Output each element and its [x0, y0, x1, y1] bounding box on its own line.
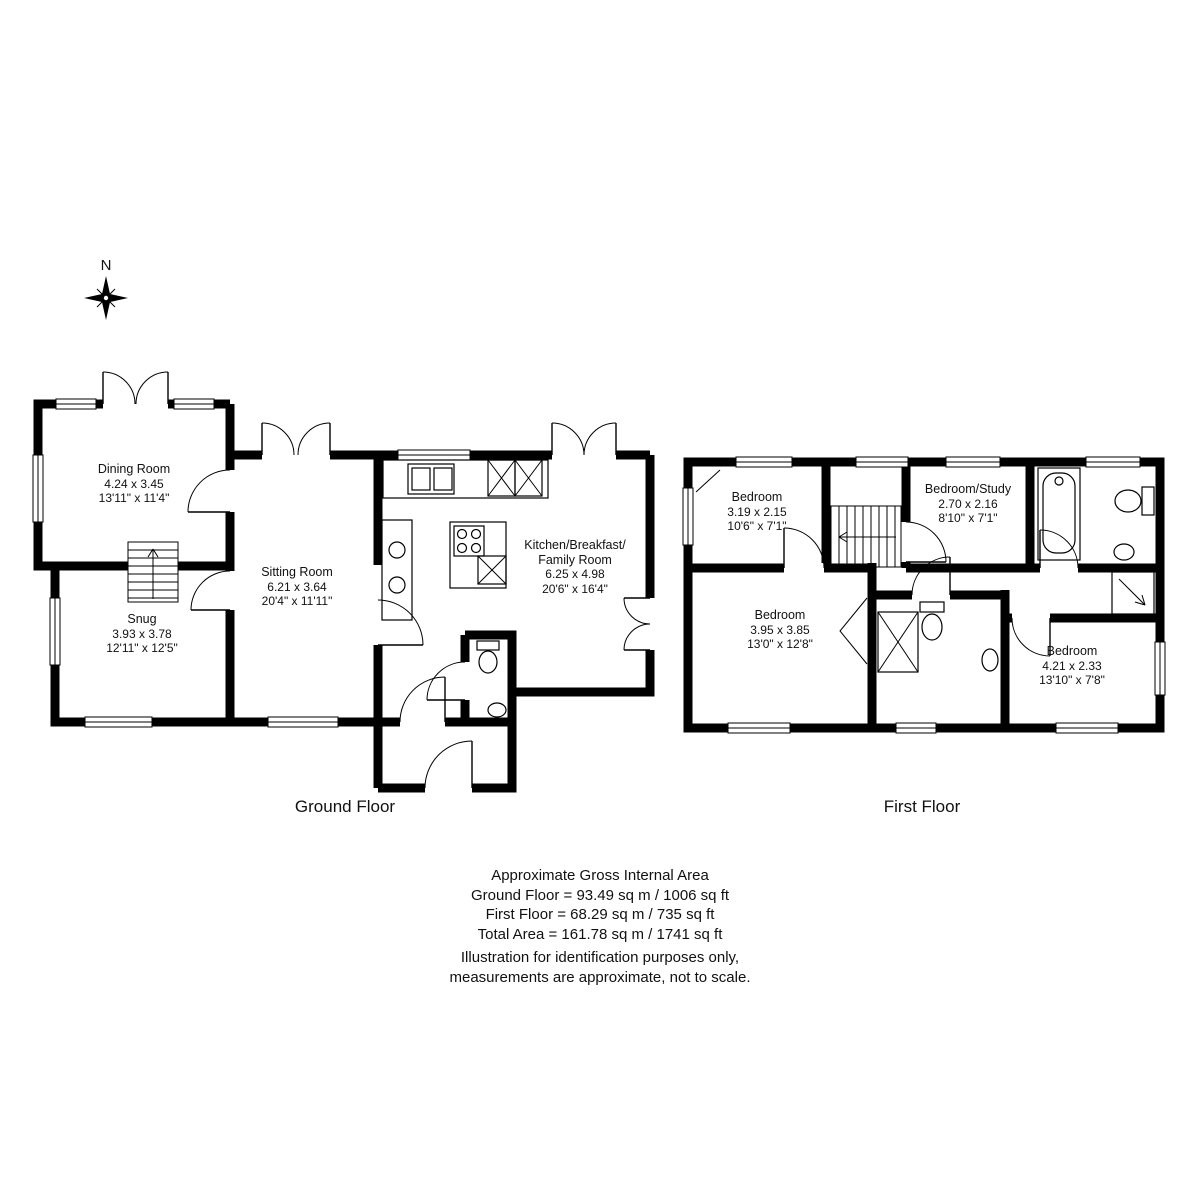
- window-symbol: [682, 456, 1166, 734]
- room-name: Sitting Room: [261, 565, 333, 579]
- window-symbol: [32, 398, 471, 728]
- stairs-symbol: [127, 541, 179, 603]
- room-size-imperial: 13'11" x 11'4": [98, 491, 170, 505]
- room-size-imperial: 10'6" x 7'1": [727, 519, 787, 533]
- toilet-symbol: [1114, 486, 1155, 516]
- toilet-symbol: [476, 640, 500, 674]
- room-size-imperial: 13'0" x 12'8": [747, 637, 813, 651]
- room-size-metric: 6.25 x 4.98: [545, 567, 605, 581]
- room-name: Kitchen/Breakfast/: [524, 538, 626, 552]
- room-label-snug: Snug 3.93 x 3.78 12'11" x 12'5": [72, 612, 212, 656]
- bathtub-symbol: [1037, 467, 1081, 561]
- room-name: Bedroom: [1046, 644, 1098, 658]
- summary-disclaimer-line2: measurements are approximate, not to sca…: [449, 968, 751, 986]
- kitchen-island-symbol: [449, 521, 507, 589]
- ground-floor-caption: Ground Floor: [294, 797, 396, 816]
- room-size-imperial: 13'10" x 7'8": [1039, 673, 1105, 687]
- stairs-symbol: [830, 505, 902, 568]
- room-name: Bedroom: [754, 608, 806, 622]
- room-label-bedroom-top-left: Bedroom 3.19 x 2.15 10'6" x 7'1": [687, 490, 827, 534]
- room-label-sitting-room: Sitting Room 6.21 x 3.64 20'4" x 11'11": [227, 565, 367, 609]
- sink-symbol: [1113, 543, 1135, 561]
- summary-title: Approximate Gross Internal Area: [491, 867, 709, 884]
- shower-symbol: [1111, 571, 1155, 615]
- room-size-imperial: 20'6" x 16'4": [542, 581, 608, 596]
- room-name: Bedroom: [731, 490, 783, 504]
- room-size-metric: 3.95 x 3.85: [750, 622, 810, 637]
- room-size-imperial: 20'4" x 11'11": [261, 594, 333, 608]
- room-label-bedroom-study: Bedroom/Study 2.70 x 2.16 8'10" x 7'1": [898, 482, 1038, 526]
- summary-first-floor-area: First Floor = 68.29 sq m / 735 sq ft: [485, 906, 715, 923]
- room-name: Bedroom/Study: [924, 482, 1012, 496]
- room-name: Dining Room: [97, 462, 171, 476]
- area-summary: Approximate Gross Internal Area Ground F…: [0, 866, 1200, 987]
- room-size-imperial: 12'11" x 12'5": [106, 641, 178, 655]
- first-floor-caption: First Floor: [883, 797, 961, 816]
- kitchen-counter-symbol: [381, 459, 549, 621]
- room-size-metric: 4.24 x 3.45: [104, 476, 164, 491]
- sink-symbol: [487, 702, 507, 718]
- room-size-metric: 3.93 x 3.78: [112, 626, 172, 641]
- room-size-metric: 2.70 x 2.16: [938, 496, 998, 511]
- summary-total-area: Total Area = 161.78 sq m / 1741 sq ft: [477, 925, 723, 943]
- shower-symbol: [877, 611, 919, 673]
- room-name: Family Room: [538, 552, 612, 567]
- door-swing-symbol: [695, 469, 1079, 657]
- room-label-dining-room: Dining Room 4.24 x 3.45 13'11" x 11'4": [64, 462, 204, 506]
- room-label-bedroom-bottom-right: Bedroom 4.21 x 2.33 13'10" x 7'8": [1002, 644, 1142, 688]
- room-size-metric: 4.21 x 2.33: [1042, 658, 1102, 673]
- sink-symbol: [981, 648, 999, 672]
- door-swing-symbol: [102, 371, 651, 789]
- compass-north-label: N: [101, 257, 112, 274]
- first-floor-plan: [682, 456, 1166, 734]
- wardrobe-symbol: [839, 597, 868, 665]
- toilet-symbol: [919, 601, 945, 641]
- room-label-kitchen: Kitchen/Breakfast/ Family Room 6.25 x 4.…: [505, 538, 645, 596]
- summary-disclaimer-line1: Illustration for identification purposes…: [460, 949, 740, 966]
- compass-rose: N: [84, 257, 128, 320]
- summary-ground-floor-area: Ground Floor = 93.49 sq m / 1006 sq ft: [470, 886, 730, 904]
- ground-floor-plan: [32, 371, 655, 793]
- room-name: Snug: [127, 612, 157, 626]
- room-size-metric: 3.19 x 2.15: [727, 504, 787, 519]
- room-size-imperial: 8'10" x 7'1": [938, 511, 998, 525]
- room-label-bedroom-bottom-left: Bedroom 3.95 x 3.85 13'0" x 12'8": [710, 608, 850, 652]
- room-size-metric: 6.21 x 3.64: [267, 579, 327, 594]
